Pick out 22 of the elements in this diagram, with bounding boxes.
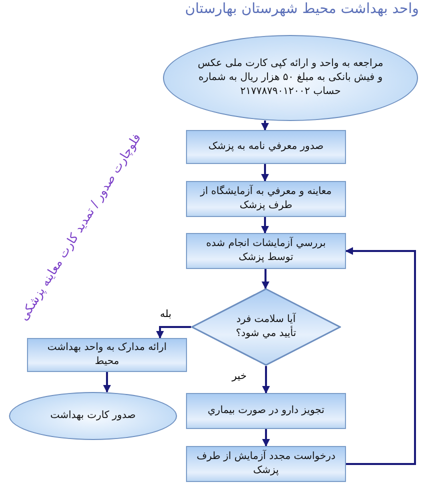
- title: واحد بهداشت محیط شهرستان بهارستان: [185, 1, 419, 17]
- process-box: بررسي آزمایشات انجام شده توسط پزشک: [186, 233, 346, 269]
- process-box: ارائه مدارک به واحد بهداشت محیط: [27, 338, 187, 372]
- process-ellipse: مراجعه به واحد و ارائه کپی کارت ملی عکس و فیش بانکی به مبلغ ۵۰ هزار ریال به شماره حساب ۲۱۷۷۸۷۹۰۱۲۰۰۲: [163, 35, 418, 121]
- arrow: [103, 372, 111, 393]
- edge-label: خیر: [232, 371, 247, 382]
- arrow: [261, 164, 269, 182]
- arrow: [156, 326, 191, 339]
- decision-diamond: آیا سلامت فرد تأیید مي شود؟: [191, 288, 341, 366]
- arrow: [262, 269, 270, 290]
- process-box: درخواست مجدد آزمایش از طرف پزشک: [186, 446, 346, 482]
- edge-label: بله: [160, 309, 172, 320]
- arrow: [261, 120, 269, 131]
- arrow: [261, 217, 269, 234]
- arrow: [262, 366, 270, 394]
- process-box: تجویز دارو در صورت بیماري: [186, 393, 346, 429]
- process-ellipse: صدور کارت بهداشت: [9, 392, 177, 440]
- process-box: صدور معرفي نامه به پزشک: [186, 130, 346, 164]
- process-box: معاینه و معرفي به آزمایشگاه از طرف پزشک: [186, 181, 346, 217]
- arrow: [262, 429, 270, 447]
- arrow: [345, 247, 416, 465]
- diagonal-label: فلوچارت صدور / تمدید کارت معاینه پزشکی: [15, 130, 145, 326]
